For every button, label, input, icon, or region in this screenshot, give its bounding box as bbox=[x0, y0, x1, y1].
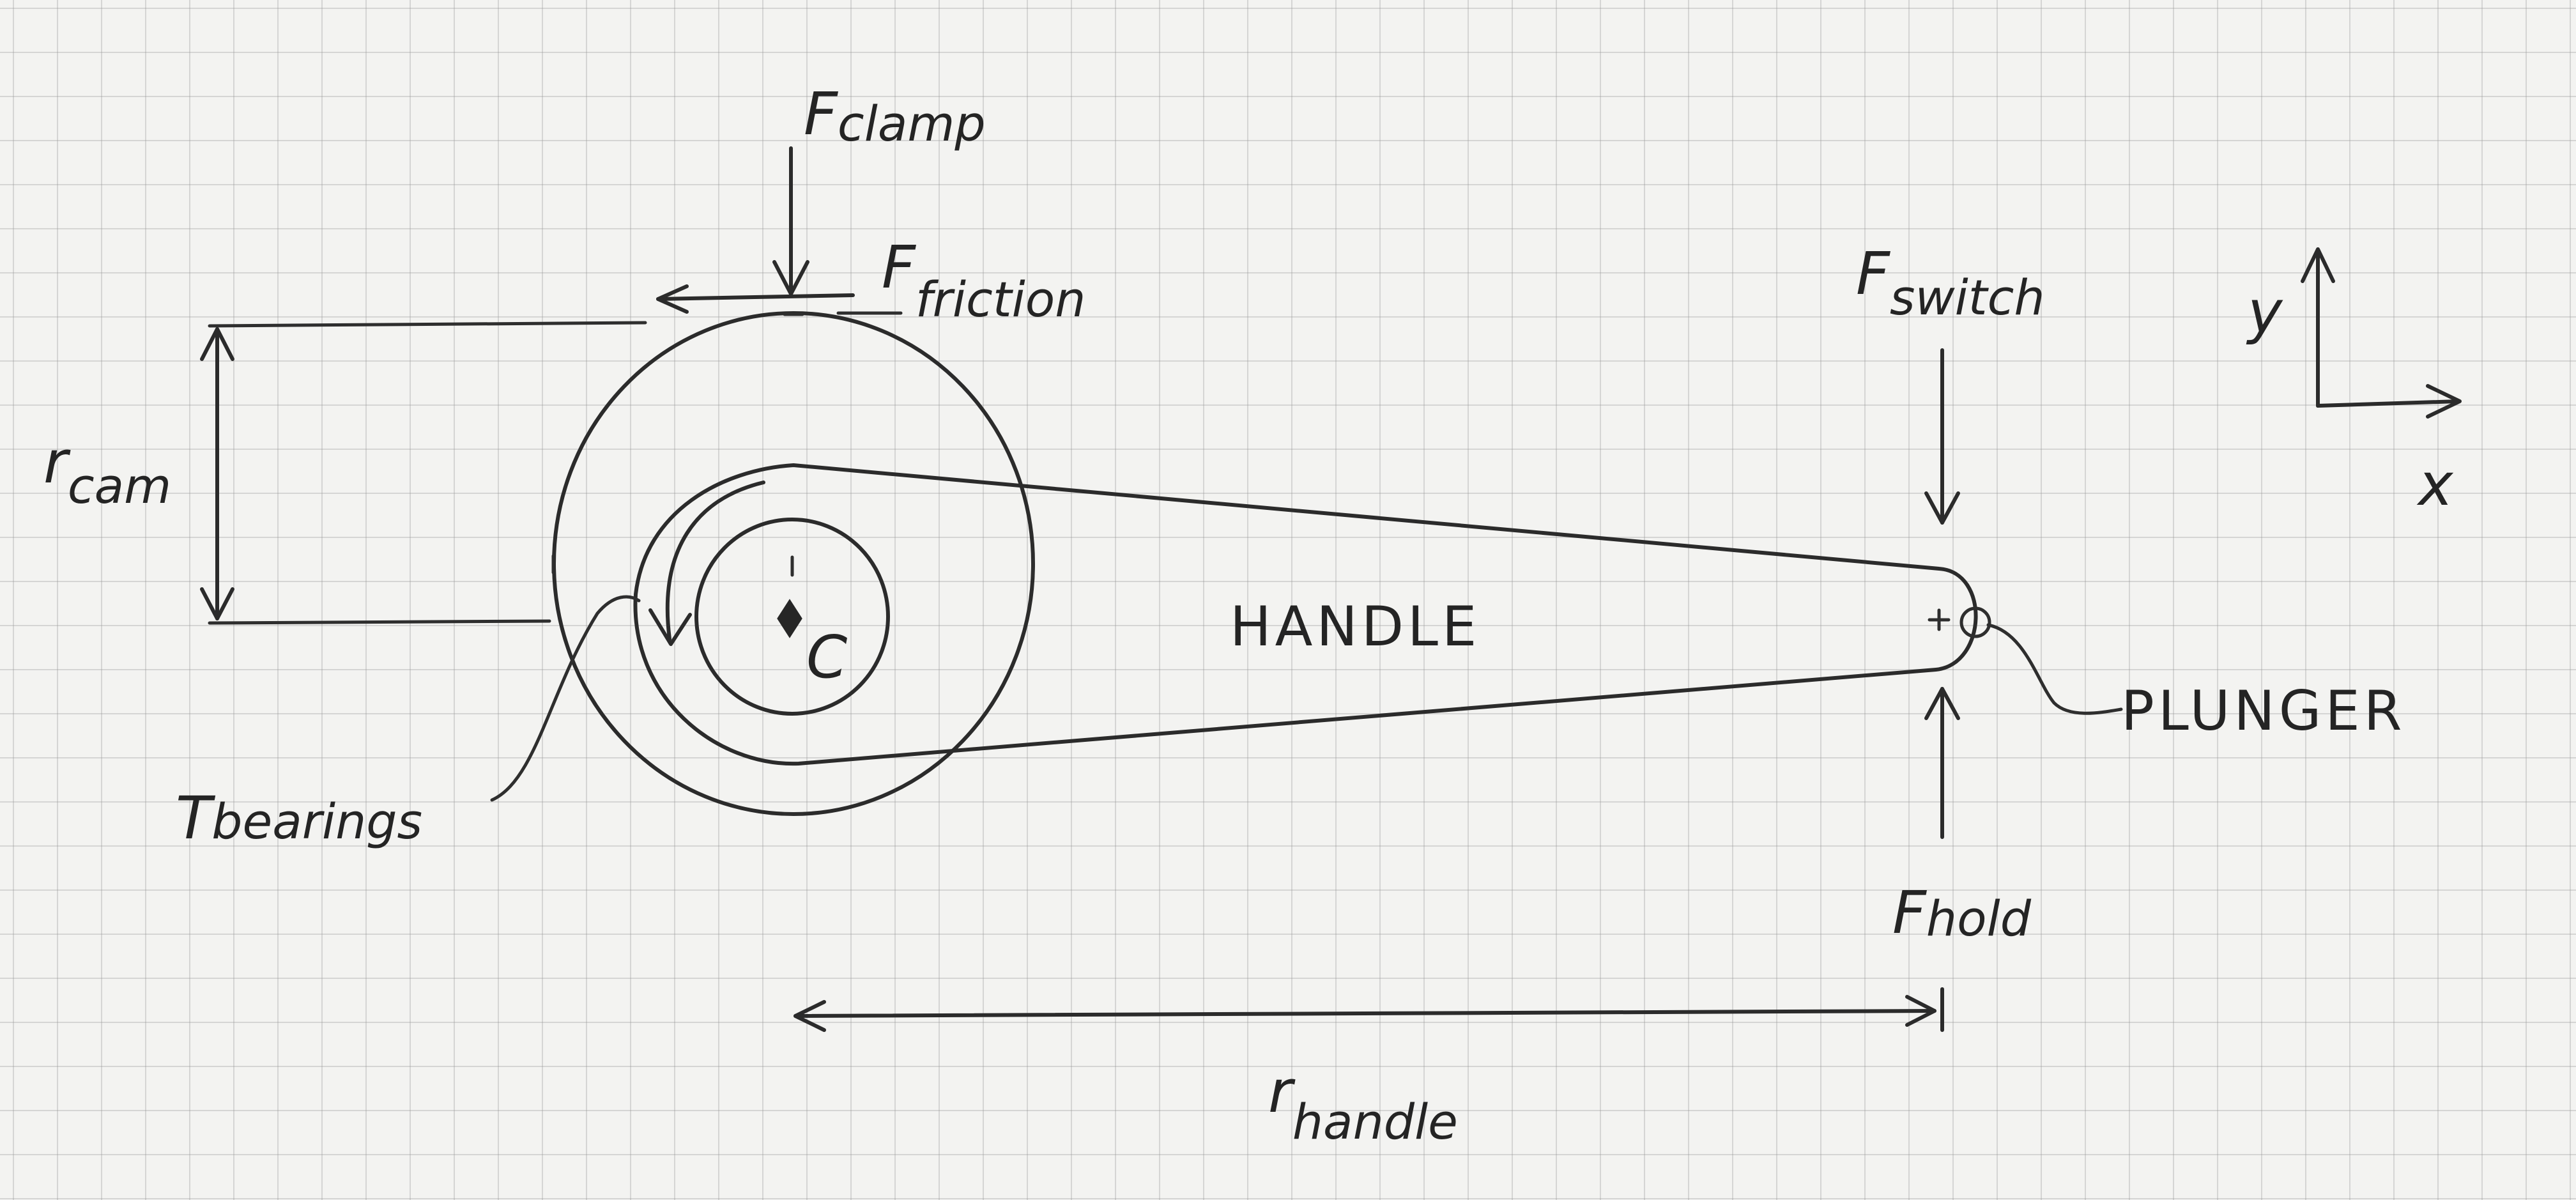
t-bearings-label: Tbearings bbox=[176, 784, 422, 852]
r-cam-arrowhead-top bbox=[200, 327, 234, 361]
axis-x-line bbox=[2316, 399, 2460, 408]
axis-y-arrowhead bbox=[2301, 247, 2335, 283]
handle-body bbox=[633, 463, 1978, 766]
plunger-circle bbox=[1959, 606, 1991, 638]
f-switch-arrowhead bbox=[1924, 491, 1960, 525]
bearing-torque-arc bbox=[665, 481, 765, 641]
plunger-cross bbox=[1928, 608, 1951, 631]
plunger-leader bbox=[1986, 623, 2123, 715]
r-cam-ext-top bbox=[208, 321, 647, 328]
f-friction-arrow-line bbox=[656, 293, 855, 301]
f-switch-label: Fswitch bbox=[1856, 240, 2045, 326]
r-cam-label: rcam bbox=[43, 428, 171, 514]
r-cam-ext-bottom bbox=[208, 619, 551, 625]
axis-x-label: x bbox=[2416, 450, 2454, 519]
f-friction-arrowhead bbox=[656, 284, 689, 314]
t-bearings-leader bbox=[490, 595, 641, 802]
bearing-torque-arrowhead bbox=[648, 608, 692, 646]
axis-y-label: y bbox=[2246, 278, 2283, 346]
pivot-center-mark bbox=[777, 599, 802, 638]
r-handle-label: rhandle bbox=[1268, 1058, 1458, 1150]
plunger-label: PLUNGER bbox=[2121, 679, 2406, 743]
f-hold-label: Fhold bbox=[1892, 879, 2032, 947]
r-handle-dimension-line bbox=[793, 1009, 1936, 1018]
r-handle-arrowhead-left bbox=[793, 1000, 826, 1032]
f-hold-arrowhead bbox=[1924, 687, 1960, 720]
bearing-circle bbox=[694, 518, 890, 716]
handle-label: HANDLE bbox=[1230, 595, 1480, 659]
r-handle-arrowhead-right bbox=[1905, 995, 1936, 1027]
r-cam-arrowhead-bottom bbox=[200, 587, 234, 620]
f-clamp-label: Fclamp bbox=[804, 80, 986, 152]
axis-x-arrowhead bbox=[2426, 384, 2462, 419]
f-friction-label: Ffriction bbox=[882, 233, 1085, 328]
center-label: C bbox=[806, 623, 847, 691]
f-clamp-arrowhead bbox=[772, 260, 809, 296]
